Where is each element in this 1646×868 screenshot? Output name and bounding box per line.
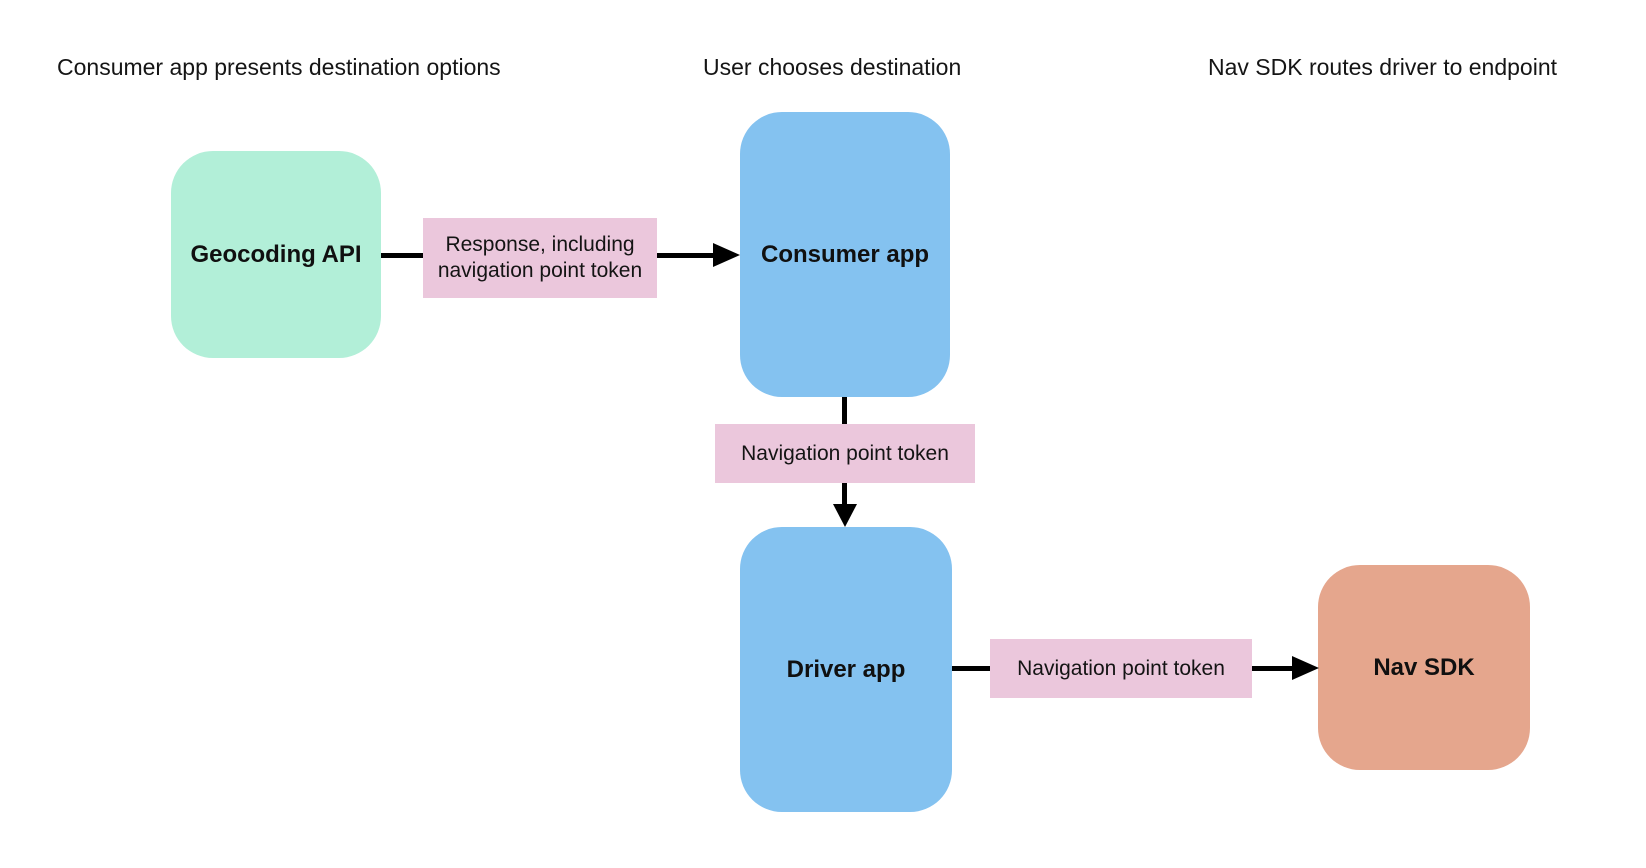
phase-header-navsdk-routes: Nav SDK routes driver to endpoint xyxy=(1208,54,1558,80)
phase-header-consumer-presents: Consumer app presents destination option… xyxy=(57,54,501,80)
node-consumer-app: Consumer app xyxy=(740,112,950,397)
edge-label-response-including-token: Response, including navigation point tok… xyxy=(423,218,657,298)
arrowhead-right-icon xyxy=(1292,656,1319,680)
edge-line xyxy=(842,483,847,506)
phase-header-user-chooses: User chooses destination xyxy=(703,54,962,80)
edge-line xyxy=(657,253,714,258)
edge-label-navigation-point-token-2: Navigation point token xyxy=(990,639,1252,698)
edge-line xyxy=(842,397,847,425)
edge-line xyxy=(381,253,423,258)
node-driver-app: Driver app xyxy=(740,527,952,812)
node-nav-sdk: Nav SDK xyxy=(1318,565,1530,770)
arrowhead-down-icon xyxy=(833,504,857,527)
node-geocoding-api: Geocoding API xyxy=(171,151,381,358)
edge-line xyxy=(1252,666,1293,671)
edge-label-navigation-point-token-1: Navigation point token xyxy=(715,424,975,483)
arrowhead-right-icon xyxy=(713,243,740,267)
edge-line xyxy=(952,666,991,671)
